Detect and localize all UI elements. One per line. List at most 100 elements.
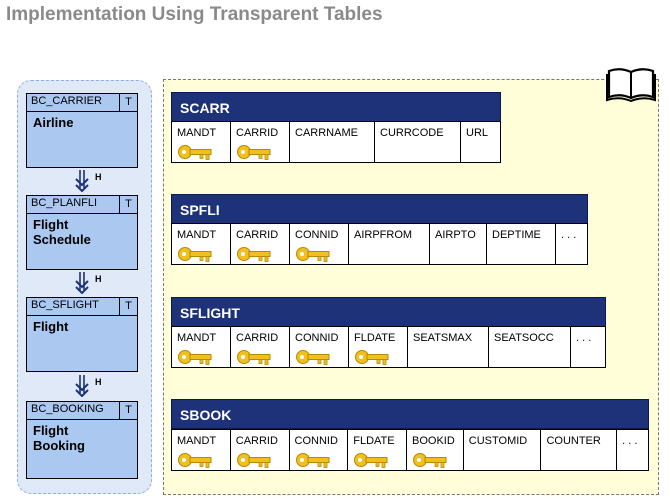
field-name: CARRID [236,229,279,241]
table-fields: MANDT CARRID CARRNAME CURRCODE URL [171,121,501,163]
book-icon [606,66,656,107]
component-label: Flight [33,319,69,334]
key-icon [354,453,388,468]
field-name: DEPTIME [492,229,541,241]
relation-label: H [95,377,102,387]
field-name: CARRNAME [295,127,358,139]
field-name: FLDATE [353,435,395,447]
field-name: . . . [576,332,592,344]
field-name: MANDT [177,229,217,241]
field-cell: CARRID [231,430,290,470]
key-icon [237,145,271,160]
field-name: CARRID [236,127,279,139]
field-name: URL [466,127,489,139]
page-title: Implementation Using Transparent Tables [6,4,383,25]
component-name: BC_CARRIER [31,95,102,107]
field-name: FLDATE [354,332,396,344]
field-cell: FLDATE [348,430,407,470]
field-cell: FLDATE [349,327,408,367]
key-icon [237,350,271,365]
field-cell: CURRCODE [375,122,461,162]
field-name: MANDT [177,435,217,447]
relation-label: H [95,172,102,182]
field-cell: COUNTER [541,430,618,470]
field-name: CONNID [294,435,338,447]
key-icon [296,247,330,262]
field-cell: . . . [556,224,587,264]
table-fields: MANDT CARRID CONNID AIRPFROM AIRPTO DEPT… [171,223,588,265]
field-name: CARRID [236,332,279,344]
field-cell: SEATSOCC [489,327,571,367]
component-sflight[interactable]: BC_SFLIGHT T Flight [26,297,138,372]
field-name: . . . [561,229,577,241]
component-name: BC_PLANFLI [31,197,98,209]
field-cell: CARRID [231,224,290,264]
component-flag: T [119,196,137,213]
field-name: CONNID [295,332,339,344]
table-name: SFLIGHT [171,297,606,327]
key-icon [295,453,329,468]
key-icon [178,453,212,468]
relation-label: H [95,274,102,284]
down-arrow-icon [75,170,89,192]
field-cell: MANDT [172,224,231,264]
table-name: SPFLI [171,194,588,224]
key-icon [296,350,330,365]
component-flag: T [119,94,137,111]
field-cell: CARRID [231,122,290,162]
field-cell: AIRPFROM [349,224,430,264]
component-label: Airline [33,115,74,130]
field-cell: . . . [571,327,605,367]
field-cell: CARRID [231,327,290,367]
field-name: MANDT [177,127,217,139]
table-name: SBOOK [171,399,649,429]
key-icon [355,350,389,365]
field-name: COUNTER [546,435,601,447]
key-icon [178,247,212,262]
field-name: AIRPFROM [354,229,413,241]
down-arrow-icon [75,375,89,397]
down-arrow-icon [75,272,89,294]
table-fields: MANDT CARRID CONNID FLDATE SEATSMAX SEAT… [171,326,606,368]
component-flag: T [119,402,137,419]
key-icon [236,453,271,468]
field-name: CARRID [235,435,278,447]
field-cell: CONNID [290,327,349,367]
field-cell: CARRNAME [290,122,375,162]
table-fields: MANDT CARRID CONNID FLDATE BOOKID CUSTOM… [171,429,649,471]
key-icon [413,453,447,468]
field-name: CURRCODE [380,127,444,139]
field-name: MANDT [177,332,217,344]
component-flag: T [119,298,137,315]
field-cell: MANDT [172,122,231,162]
component-label: Flight Schedule [33,217,91,247]
field-cell: . . . [617,430,648,470]
field-cell: AIRPTO [430,224,487,264]
field-name: AIRPTO [435,229,476,241]
field-name: CUSTOMID [468,435,528,447]
field-cell: DEPTIME [487,224,556,264]
key-icon [178,145,212,160]
field-cell: CONNID [290,430,349,470]
field-cell: MANDT [172,430,231,470]
component-label: Flight Booking [33,423,85,453]
component-name: BC_SFLIGHT [31,299,99,311]
key-icon [237,247,271,262]
component-carrier[interactable]: BC_CARRIER T Airline [26,93,138,168]
business-component-panel: BC_CARRIER T Airline H BC_PLANFLI T Flig… [17,80,152,494]
field-cell: MANDT [172,327,231,367]
field-name: CONNID [295,229,339,241]
field-cell: CUSTOMID [464,430,542,470]
component-booking[interactable]: BC_BOOKING T Flight Booking [26,401,138,479]
field-cell: URL [461,122,500,162]
table-name: SCARR [171,92,501,122]
component-planfli[interactable]: BC_PLANFLI T Flight Schedule [26,195,138,270]
key-icon [178,350,212,365]
component-name: BC_BOOKING [31,403,104,415]
field-cell: BOOKID [407,430,464,470]
field-cell: SEATSMAX [408,327,489,367]
field-cell: CONNID [290,224,349,264]
field-name: BOOKID [412,435,455,447]
field-name: SEATSOCC [494,332,554,344]
field-name: SEATSMAX [413,332,473,344]
